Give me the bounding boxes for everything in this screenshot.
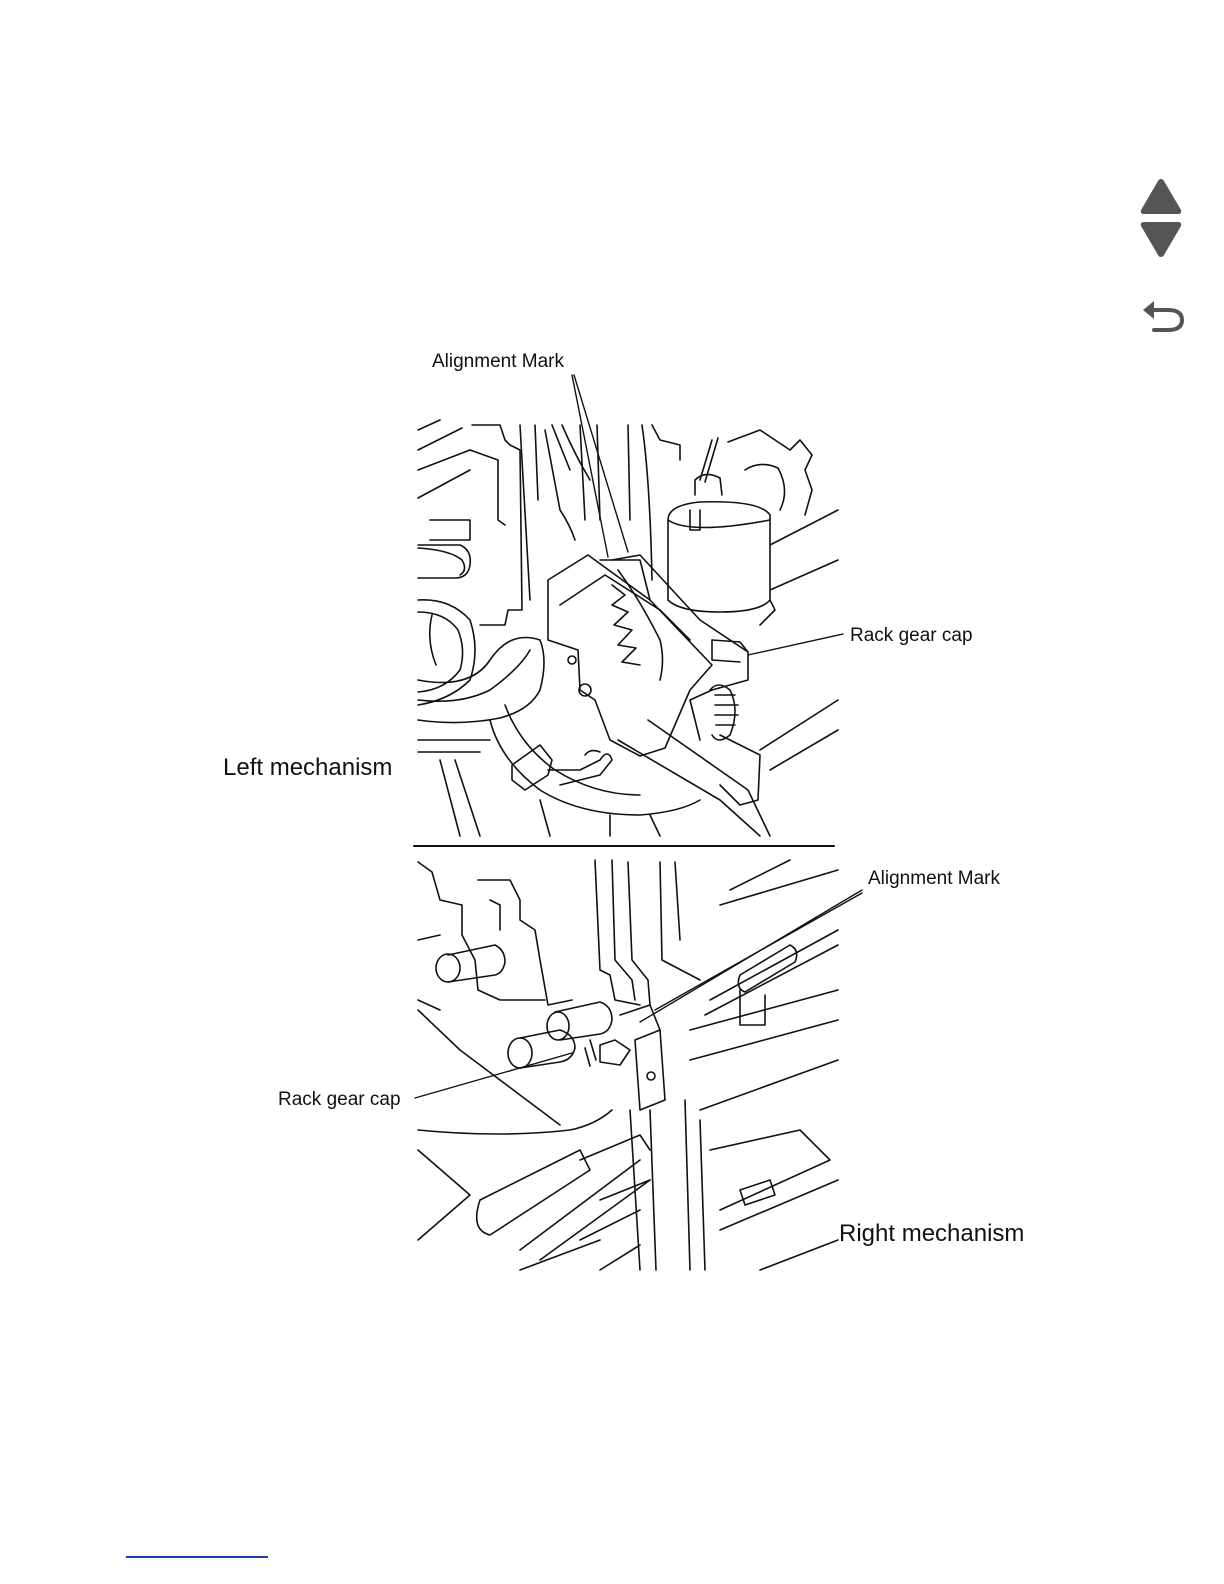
alignment-mark-label-top: Alignment Mark xyxy=(432,352,564,371)
right-mechanism-drawing xyxy=(418,860,838,1270)
rack-gear-cap-label-top: Rack gear cap xyxy=(850,626,973,645)
left-mechanism-label: Left mechanism xyxy=(223,756,392,780)
rack-gear-cap-label-bottom: Rack gear cap xyxy=(278,1090,401,1109)
right-mechanism-label: Right mechanism xyxy=(839,1222,1024,1246)
footer-link[interactable] xyxy=(126,1556,268,1558)
left-mechanism-drawing xyxy=(418,420,838,836)
leader-lines xyxy=(415,375,862,1098)
alignment-mark-label-bottom: Alignment Mark xyxy=(868,869,1000,888)
